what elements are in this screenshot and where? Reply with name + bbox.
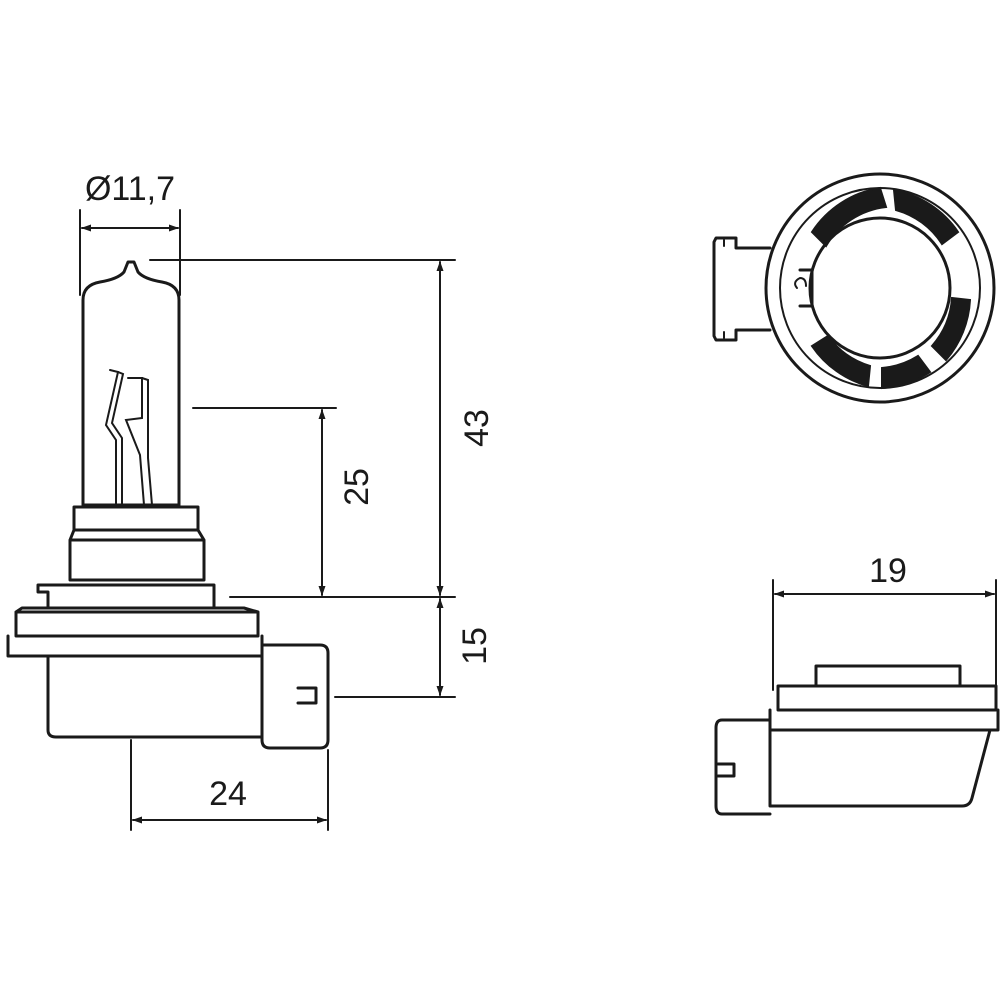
base-collar-band	[68, 528, 206, 582]
base-ring	[14, 606, 260, 638]
base-flange	[36, 583, 216, 610]
front-view-top-cap	[814, 664, 962, 688]
dimension-filament-height: 25	[192, 407, 376, 596]
dimension-flange-width: 19	[772, 552, 997, 691]
connector	[260, 643, 330, 750]
filament-height-label: 25	[338, 468, 376, 506]
glass-capsule	[81, 260, 181, 507]
base-collar-upper	[72, 505, 200, 532]
bulb-side-view	[6, 260, 330, 750]
bulb-front-view	[714, 664, 1000, 816]
base-height-label: 15	[456, 627, 494, 665]
base-lip	[6, 634, 264, 658]
bulb-top-view	[712, 172, 996, 404]
base-body	[46, 654, 264, 739]
dimension-bulb-height: 43	[149, 259, 496, 598]
flange-width-label: 19	[869, 552, 907, 590]
top-view-outer-ring	[764, 172, 996, 404]
bulb-height-label: 43	[458, 409, 496, 447]
base-width-label: 24	[209, 775, 247, 813]
connector-key	[296, 686, 318, 705]
top-view-notch	[798, 268, 814, 308]
dimension-base-height: 15	[334, 598, 494, 698]
front-view-body	[768, 728, 992, 808]
front-view-ring	[768, 708, 1000, 732]
dimension-base-width: 24	[130, 739, 329, 831]
top-view-connector	[712, 236, 772, 342]
diameter-label: Ø11,7	[85, 170, 175, 208]
front-view-flange	[776, 684, 998, 712]
dimension-diameter: Ø11,7	[79, 170, 181, 296]
top-view-inner-bore	[808, 216, 952, 360]
front-view-connector	[714, 718, 772, 816]
filament	[104, 369, 153, 506]
